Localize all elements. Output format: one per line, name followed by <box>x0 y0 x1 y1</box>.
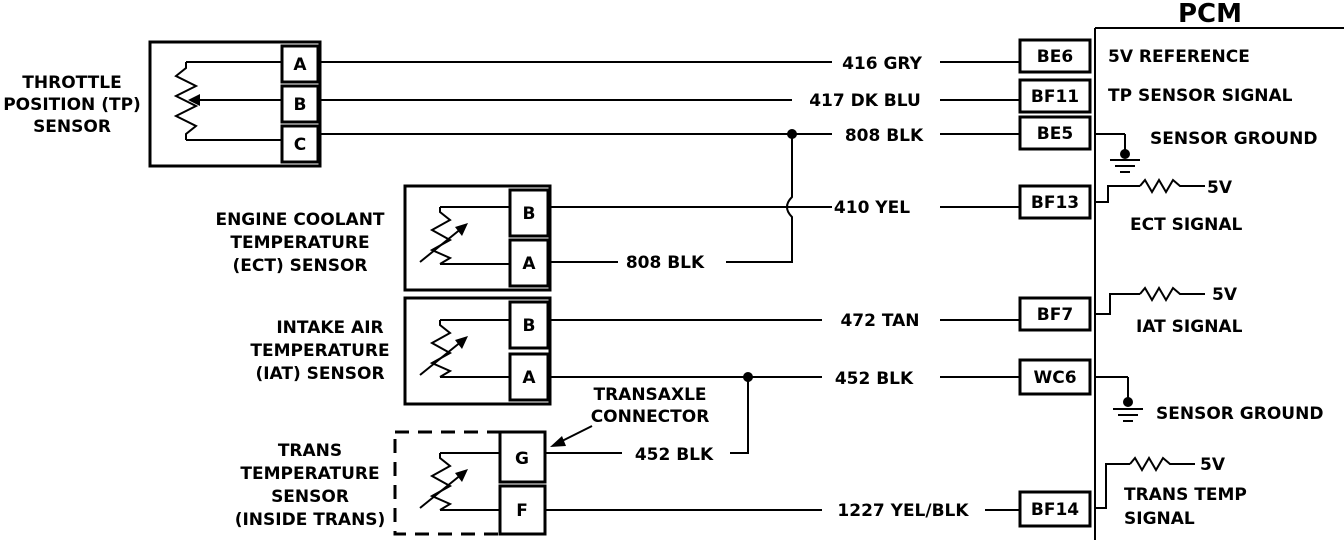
terminal-label: BF13 <box>1031 193 1079 213</box>
variable-arrow-icon <box>455 223 468 236</box>
function-iat-signal: IAT SIGNAL <box>1136 317 1243 337</box>
terminal-wc6: WC6 <box>1018 358 1092 396</box>
terminal-be6: BE6 <box>1018 38 1092 74</box>
pcm-frame: PCM <box>1094 0 1344 540</box>
pcm-internal: 5V REFERENCE TP SENSOR SIGNAL SENSOR GRO… <box>1095 47 1323 529</box>
wire-label-1227-yel-blk: 1227 YEL/BLK <box>837 501 969 521</box>
terminal-bf13: BF13 <box>1018 184 1092 220</box>
wire-label-452-blk-2: 452 BLK <box>635 445 714 465</box>
iat-pullup: 5V IAT SIGNAL <box>1095 285 1243 337</box>
wire-808-splice <box>726 134 793 263</box>
terminal-label: BE5 <box>1037 124 1073 144</box>
trans-pin-g <box>498 430 547 484</box>
terminal-label: BE6 <box>1037 47 1073 67</box>
wire-label-417-dk-blu: 417 DK BLU <box>809 91 921 111</box>
ect-label-line3: (ECT) SENSOR <box>232 256 367 276</box>
pin-label-b: B <box>523 316 536 336</box>
ect-sensor: B A ENGINE COOLANT TEMPERATURE (ECT) SEN… <box>215 184 552 292</box>
wires: 416 GRY 417 DK BLU 808 BLK 808 BLK 410 Y… <box>318 54 1020 521</box>
ect-pin-b <box>508 188 550 238</box>
wire-label-416-gry: 416 GRY <box>842 54 923 74</box>
tp-label-line2: POSITION (TP) <box>3 95 141 115</box>
ect-pullup: 5V ECT SIGNAL <box>1095 178 1243 235</box>
resistor-icon <box>1139 178 1205 194</box>
pin-label-a: A <box>522 254 536 274</box>
pin-label-b: B <box>294 95 307 115</box>
variable-arrow-icon <box>455 336 468 349</box>
supply-5v: 5V <box>1207 178 1233 198</box>
supply-5v: 5V <box>1200 455 1226 475</box>
resistor-icon <box>1129 456 1195 472</box>
trans-label-line1: TRANS <box>278 441 342 461</box>
wire-label-452-blk: 452 BLK <box>835 369 914 389</box>
trans-label-line2: TEMPERATURE <box>240 464 379 484</box>
wiper-arrow-icon <box>188 94 200 106</box>
sensor-ground-1: SENSOR GROUND <box>1095 129 1317 173</box>
wire-label-410-yel: 410 YEL <box>834 198 910 218</box>
thermistor-icon <box>429 453 453 511</box>
function-ect-signal: ECT SIGNAL <box>1130 215 1243 235</box>
terminal-label: BF14 <box>1031 500 1079 520</box>
iat-label-line2: TEMPERATURE <box>250 341 389 361</box>
sensor-ground-2: SENSOR GROUND <box>1095 376 1323 424</box>
pcm-title: PCM <box>1178 0 1242 29</box>
tp-sensor: A B C THROTTLE POSITION (TP) SENSOR <box>3 40 322 168</box>
tp-pin-c <box>280 124 320 164</box>
trans-label-line3: SENSOR <box>271 487 349 507</box>
transaxle-label-line1: TRANSAXLE <box>593 385 706 405</box>
tp-label-line1: THROTTLE <box>22 73 121 93</box>
terminal-bf7: BF7 <box>1018 296 1092 332</box>
iat-label-line3: (IAT) SENSOR <box>255 364 384 384</box>
iat-sensor: B A INTAKE AIR TEMPERATURE (IAT) SENSOR <box>250 296 552 406</box>
ect-label-line1: ENGINE COOLANT <box>215 210 384 230</box>
terminal-label: BF7 <box>1037 305 1073 325</box>
pin-label-b: B <box>523 204 536 224</box>
pin-label-c: C <box>294 135 306 155</box>
variable-arrow-icon <box>455 469 468 482</box>
function-sensor-ground: SENSOR GROUND <box>1156 404 1323 424</box>
trans-sensor-dashed-housing <box>393 430 547 536</box>
pcm-terminals: BE6 BF11 BE5 BF13 BF7 WC6 BF14 <box>1018 38 1092 528</box>
ect-label-line2: TEMPERATURE <box>230 233 369 253</box>
ground-junction-dot <box>1120 149 1130 159</box>
terminal-label: WC6 <box>1033 368 1076 388</box>
callout-arrow-icon <box>559 425 593 443</box>
wire-label-472-tan: 472 TAN <box>840 311 919 331</box>
function-tp-signal: TP SENSOR SIGNAL <box>1108 86 1293 106</box>
pin-label-g: G <box>515 449 529 469</box>
wire-452-splice <box>730 377 749 454</box>
trans-label-line4: (INSIDE TRANS) <box>235 510 386 530</box>
transaxle-label-line2: CONNECTOR <box>591 407 710 427</box>
transaxle-connector-callout: TRANSAXLE CONNECTOR <box>550 385 709 447</box>
tp-pin-a <box>280 44 320 84</box>
function-trans-temp-signal: TRANS TEMP <box>1124 485 1247 505</box>
terminal-be5: BE5 <box>1018 115 1092 151</box>
pin-label-a: A <box>293 55 307 75</box>
pin-label-a: A <box>522 368 536 388</box>
function-trans-temp-signal-2: SIGNAL <box>1124 509 1195 529</box>
supply-5v: 5V <box>1212 285 1238 305</box>
potentiometer-icon <box>173 62 199 140</box>
trans-temp-sensor: G F TRANS TEMPERATURE SENSOR (INSIDE TRA… <box>235 430 547 536</box>
pin-label-f: F <box>516 501 528 521</box>
iat-label-line1: INTAKE AIR <box>276 318 383 338</box>
terminal-bf11: BF11 <box>1018 78 1092 114</box>
ground-junction-dot <box>1123 397 1133 407</box>
ect-pin-a <box>508 238 550 288</box>
function-5v-reference: 5V REFERENCE <box>1108 47 1250 67</box>
wire-label-808-blk-2: 808 BLK <box>626 253 705 273</box>
function-sensor-ground: SENSOR GROUND <box>1150 129 1317 149</box>
trans-pullup: 5V TRANS TEMP SIGNAL <box>1095 455 1247 529</box>
terminal-label: BF11 <box>1031 87 1079 107</box>
iat-pin-b <box>508 300 550 350</box>
wire-label-808-blk: 808 BLK <box>845 126 924 146</box>
terminal-bf14: BF14 <box>1018 490 1092 528</box>
thermistor-icon <box>429 207 453 265</box>
tp-label-line3: SENSOR <box>33 117 111 137</box>
resistor-icon <box>1139 286 1205 302</box>
tp-pin-b <box>280 84 320 124</box>
thermistor-icon <box>429 320 453 378</box>
